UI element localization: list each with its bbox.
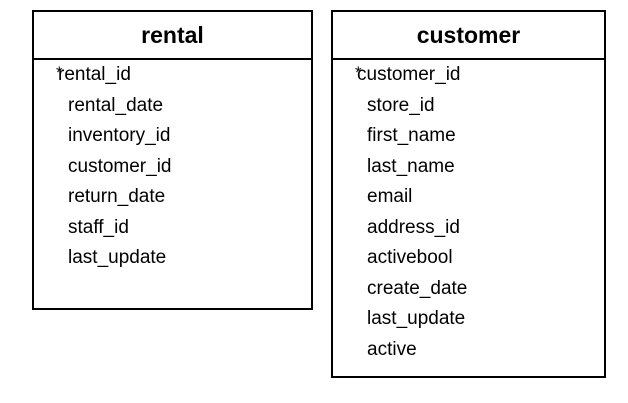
- field-name: rental_date: [68, 94, 164, 116]
- customer-field-activebool: activebool: [333, 243, 604, 274]
- field-name: store_id: [367, 94, 435, 116]
- rental-field-return-date: return_date: [34, 182, 311, 213]
- customer-field-active: active: [333, 335, 604, 366]
- customer-field-create-date: create_date: [333, 274, 604, 305]
- field-name: create_date: [367, 277, 468, 299]
- field-name: first_name: [367, 125, 456, 146]
- field-name: last_update: [367, 308, 466, 329]
- rental-field-rental-date: rental_date: [34, 91, 311, 122]
- customer-field-last-update: last_update: [333, 304, 604, 335]
- customer-field-email: email: [333, 182, 604, 213]
- field-name: active: [367, 338, 417, 360]
- rental-table: rental *rental_id rental_date inventory_id…: [32, 10, 313, 310]
- customer-field-customer-id: *customer_id: [333, 60, 604, 91]
- field-name: staff_id: [68, 216, 129, 238]
- field-name: customer_id: [357, 64, 461, 85]
- rental-table-header: rental: [34, 12, 311, 60]
- rental-field-staff-id: staff_id: [34, 213, 311, 244]
- field-name: last_name: [367, 155, 455, 177]
- field-name: email: [367, 186, 413, 207]
- field-name: rental_id: [58, 64, 131, 85]
- field-name: activebool: [367, 247, 453, 268]
- customer-field-first-name: first_name: [333, 121, 604, 152]
- field-name: inventory_id: [68, 125, 171, 146]
- rental-field-rental-id: *rental_id: [34, 60, 311, 91]
- rental-field-customer-id: customer_id: [34, 152, 311, 183]
- rental-field-inventory-id: inventory_id: [34, 121, 311, 152]
- field-name: last_update: [68, 247, 167, 268]
- customer-field-last-name: last_name: [333, 152, 604, 183]
- field-name: address_id: [367, 216, 460, 238]
- primary-key-marker: *: [355, 63, 362, 82]
- rental-field-last-update: last_update: [34, 243, 311, 274]
- field-name: customer_id: [68, 155, 172, 177]
- customer-field-store-id: store_id: [333, 91, 604, 122]
- customer-table-header: customer: [333, 12, 604, 60]
- primary-key-marker: *: [56, 63, 63, 82]
- field-name: return_date: [68, 186, 166, 207]
- customer-field-address-id: address_id: [333, 213, 604, 244]
